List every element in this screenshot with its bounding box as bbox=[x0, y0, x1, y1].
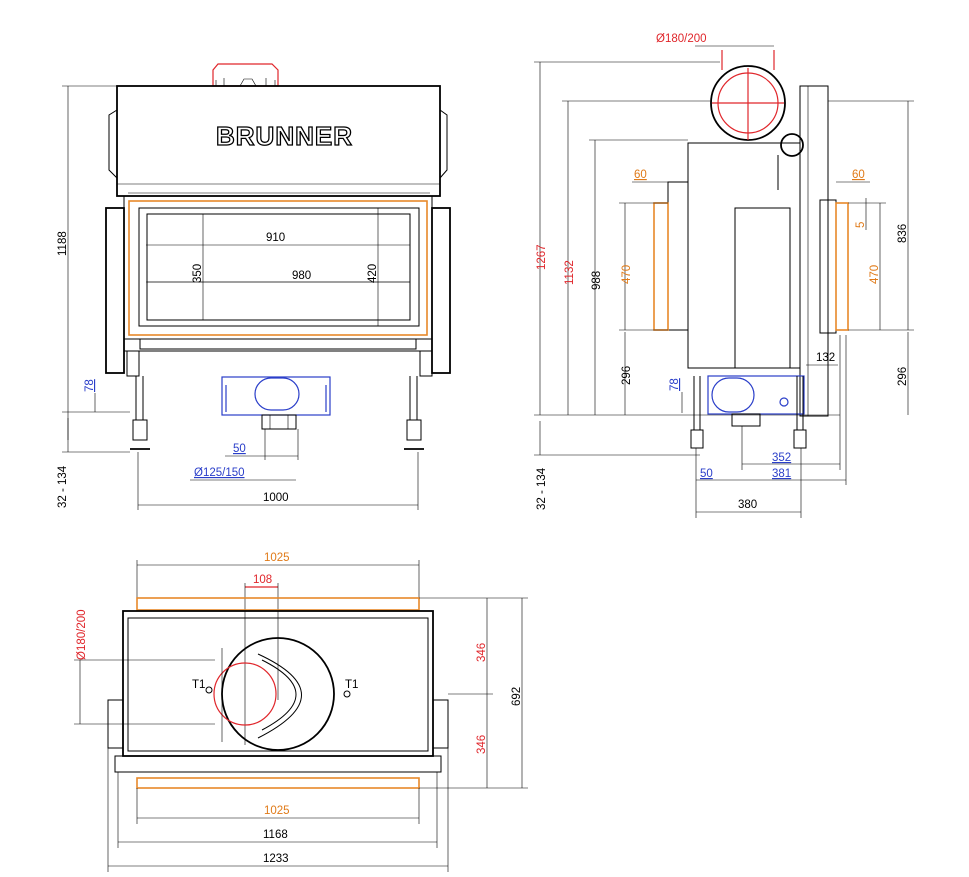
top-width-1233: 1233 bbox=[263, 853, 289, 865]
front-height-total: 1188 bbox=[57, 231, 69, 256]
front-air-offset: 50 bbox=[233, 443, 246, 455]
side-air-offset: 50 bbox=[700, 468, 713, 480]
side-door-height-right: 470 bbox=[869, 265, 881, 284]
top-depth-total: 692 bbox=[511, 687, 523, 706]
top-flue-offset: 108 bbox=[253, 574, 272, 586]
top-width-1168: 1168 bbox=[263, 829, 288, 841]
side-leg-adjust: 32 - 134 bbox=[536, 467, 548, 510]
top-sensor-left: T1 bbox=[192, 679, 205, 691]
front-air-diameter: Ø125/150 bbox=[194, 467, 245, 479]
side-height-total: 1267 bbox=[536, 244, 548, 270]
front-flue-outlet bbox=[212, 63, 279, 87]
top-width-bottom: 1025 bbox=[264, 805, 290, 817]
front-height-inner: 420 bbox=[367, 264, 379, 283]
side-door-height-left: 470 bbox=[621, 265, 633, 284]
side-height-frame: 836 bbox=[897, 224, 909, 243]
top-flue-diameter: Ø180/200 bbox=[76, 609, 88, 660]
front-leg-adjust: 32 - 134 bbox=[57, 465, 69, 508]
side-frame-left: 60 bbox=[634, 169, 647, 181]
side-depth-381: 381 bbox=[772, 468, 791, 480]
side-base-left: 296 bbox=[621, 366, 633, 385]
top-view: 1025 108 T1 T1 Ø180/200 346 346 6 bbox=[74, 552, 528, 872]
side-foot-height: 78 bbox=[669, 378, 681, 391]
top-half-depth-top: 346 bbox=[476, 643, 488, 662]
front-view: BRUNNER 1188 bbox=[57, 63, 451, 510]
side-flue-diameter: Ø180/200 bbox=[656, 33, 707, 45]
front-width-inner: 980 bbox=[292, 270, 311, 282]
side-top-offset: 5 bbox=[855, 222, 867, 228]
side-depth-rear: 132 bbox=[816, 352, 835, 364]
front-door-frame bbox=[128, 200, 428, 336]
side-height-body: 988 bbox=[591, 271, 603, 290]
top-sensor-right: T1 bbox=[345, 679, 358, 691]
front-width-glass: 910 bbox=[266, 232, 285, 244]
top-width-top: 1025 bbox=[264, 552, 290, 564]
side-body bbox=[687, 142, 801, 369]
side-base-right: 296 bbox=[897, 367, 909, 386]
brand-logo: BRUNNER bbox=[216, 121, 353, 151]
front-height-glass: 350 bbox=[192, 264, 204, 283]
side-frame-right: 60 bbox=[852, 169, 865, 181]
side-view: Ø180/200 1267 1132 988 bbox=[534, 33, 914, 518]
side-depth-380: 380 bbox=[738, 499, 757, 511]
front-air-box bbox=[221, 376, 331, 416]
side-depth-352: 352 bbox=[772, 452, 791, 464]
front-foot-height: 78 bbox=[84, 379, 96, 392]
top-half-depth-bottom: 346 bbox=[476, 735, 488, 754]
side-height-flue: 1132 bbox=[564, 260, 576, 285]
front-width-total: 1000 bbox=[263, 492, 289, 504]
